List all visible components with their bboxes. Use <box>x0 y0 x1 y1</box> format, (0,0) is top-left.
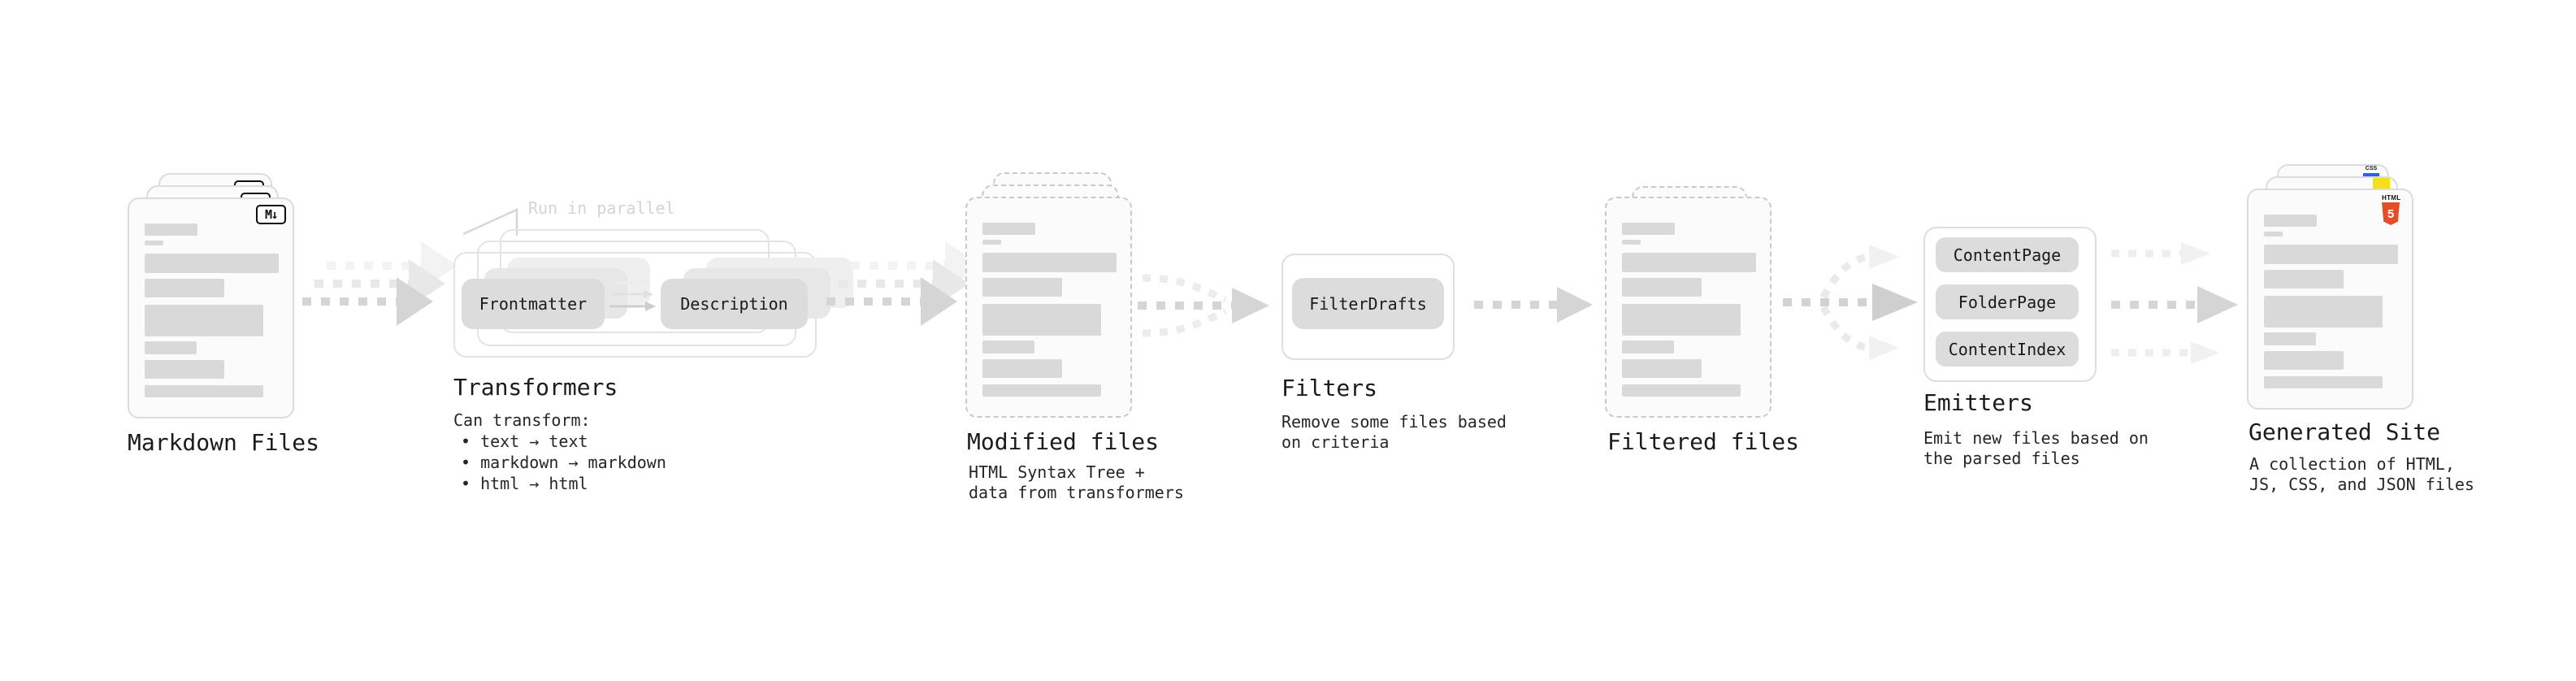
placeholder-bar <box>1622 278 1702 297</box>
file-card: M↓ <box>128 197 294 419</box>
filter-drafts-chip: FilterDrafts <box>1292 278 1444 329</box>
description-chip: Description <box>661 279 808 329</box>
placeholder-bar <box>2264 351 2344 370</box>
html5-icon-label: HTML <box>2382 194 2401 202</box>
file-card: HTML 5 <box>2247 189 2413 410</box>
placeholder-bar <box>982 359 1062 378</box>
markdown-files-title: Markdown Files <box>128 429 320 456</box>
merge-arrow-icon <box>1138 274 1269 337</box>
modified-files-title: Modified files <box>967 428 1160 455</box>
placeholder-bar <box>982 223 1035 235</box>
emitters-title: Emitters <box>1923 389 2033 416</box>
content-index-chip: ContentIndex <box>1936 332 2079 367</box>
emitters-box <box>1923 227 2097 382</box>
placeholder-bar <box>1622 223 1675 235</box>
placeholder-bar <box>145 254 279 273</box>
transformers-bullet: • html → html <box>461 474 588 493</box>
html5-icon-shield: 5 <box>2382 202 2400 225</box>
frontmatter-chip: Frontmatter <box>462 279 605 329</box>
placeholder-bar <box>145 279 224 297</box>
html5-icon: HTML 5 <box>2382 194 2400 225</box>
javascript-icon <box>2373 178 2390 189</box>
callout-leader-line <box>462 208 518 236</box>
html5-icon-number: 5 <box>2387 206 2395 221</box>
dashed-arrow-icon <box>302 241 458 326</box>
placeholder-bar <box>1622 240 1641 245</box>
placeholder-bar <box>2264 245 2398 264</box>
fanout-arrow-icon <box>1783 245 1918 360</box>
placeholder-bar <box>145 341 197 354</box>
placeholder-bar <box>145 305 263 336</box>
dashed-arrow-icon <box>826 241 982 326</box>
css-icon-underline <box>2363 173 2379 176</box>
folder-page-chip: FolderPage <box>1936 284 2079 319</box>
transformers-desc-heading: Can transform: <box>453 410 591 430</box>
placeholder-bar <box>982 240 1001 245</box>
generated-site-title: Generated Site <box>2249 419 2441 445</box>
transformers-bullet: • text → text <box>461 432 588 451</box>
css-icon: CSS <box>2363 166 2379 176</box>
placeholder-bar <box>982 340 1034 354</box>
markdown-icon-glyph: M↓ <box>264 207 279 222</box>
placeholder-bar <box>2264 376 2383 388</box>
placeholder-bar <box>1622 384 1741 397</box>
transformers-title: Transformers <box>453 374 618 401</box>
filters-title: Filters <box>1281 375 1378 401</box>
placeholder-bar <box>145 385 263 397</box>
generated-site-desc: A collection of HTML, JS, CSS, and JSON … <box>2249 454 2474 494</box>
triple-dashed-arrow-icon <box>2111 242 2238 364</box>
placeholder-bar <box>1622 359 1702 378</box>
placeholder-bar <box>145 223 197 236</box>
css-icon-label: CSS <box>2365 166 2378 171</box>
placeholder-bar <box>2264 296 2383 327</box>
run-in-parallel-callout: Run in parallel <box>528 198 675 218</box>
transformers-bullet: • markdown → markdown <box>461 453 666 472</box>
placeholder-bar <box>2264 270 2344 288</box>
placeholder-bar <box>2264 332 2316 345</box>
parallel-arrows-icon <box>609 279 656 311</box>
markdown-icon: M↓ <box>256 205 286 224</box>
placeholder-bar <box>1622 304 1741 336</box>
filters-box <box>1281 254 1455 360</box>
dashed-arrow-icon <box>1474 287 1593 323</box>
placeholder-bar <box>982 278 1062 297</box>
filters-desc: Remove some files based on criteria <box>1281 412 1507 452</box>
emitters-desc: Emit new files based on the parsed files <box>1923 428 2149 468</box>
placeholder-bar <box>982 253 1117 272</box>
content-page-chip: ContentPage <box>1936 237 2079 272</box>
placeholder-bar <box>1622 340 1674 354</box>
modified-files-desc: HTML Syntax Tree + data from transformer… <box>969 462 1184 502</box>
placeholder-bar <box>2264 215 2317 227</box>
placeholder-bar <box>1622 253 1756 272</box>
file-card <box>965 197 1132 418</box>
file-card <box>1605 197 1772 418</box>
placeholder-bar <box>982 304 1101 336</box>
filtered-files-title: Filtered files <box>1607 428 1800 455</box>
placeholder-bar <box>2264 232 2283 236</box>
placeholder-bar <box>982 384 1101 397</box>
placeholder-bar <box>145 360 224 379</box>
placeholder-bar <box>145 241 163 245</box>
